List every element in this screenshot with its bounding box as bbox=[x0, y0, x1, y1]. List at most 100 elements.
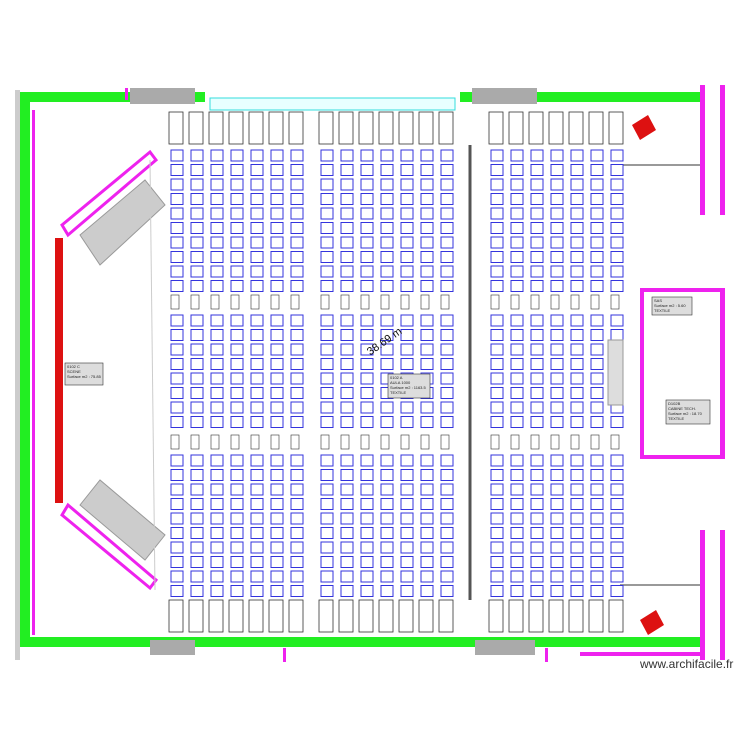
seat bbox=[380, 280, 394, 292]
seat bbox=[510, 222, 524, 234]
seat bbox=[590, 541, 604, 554]
seat bbox=[250, 193, 264, 205]
desk bbox=[608, 111, 624, 145]
seat bbox=[170, 149, 184, 162]
seat bbox=[270, 483, 284, 496]
aisle-seat bbox=[380, 434, 390, 450]
seat bbox=[550, 585, 564, 597]
seat bbox=[440, 401, 454, 414]
seat bbox=[510, 343, 524, 356]
seat bbox=[360, 585, 374, 597]
seat bbox=[230, 483, 244, 496]
seat bbox=[170, 329, 184, 341]
seat bbox=[360, 207, 374, 220]
svg-text:Surface m2 : 1163.5: Surface m2 : 1163.5 bbox=[390, 385, 427, 390]
seat bbox=[440, 343, 454, 356]
seat bbox=[530, 149, 544, 162]
seat bbox=[490, 498, 504, 510]
seat bbox=[190, 469, 204, 481]
aisle-seat bbox=[380, 294, 390, 310]
seat bbox=[230, 401, 244, 414]
seat bbox=[320, 149, 334, 162]
seat bbox=[510, 329, 524, 341]
seat bbox=[400, 343, 414, 356]
seat bbox=[400, 527, 414, 539]
seat bbox=[550, 401, 564, 414]
seat bbox=[550, 265, 564, 278]
seat bbox=[290, 469, 304, 481]
desk bbox=[568, 111, 584, 145]
seat bbox=[610, 314, 624, 327]
seat bbox=[190, 498, 204, 510]
desk bbox=[338, 111, 354, 145]
aisle-seat bbox=[230, 294, 240, 310]
seat bbox=[340, 314, 354, 327]
seat bbox=[610, 178, 624, 191]
seat bbox=[420, 193, 434, 205]
control-desk bbox=[607, 339, 624, 406]
seat bbox=[550, 193, 564, 205]
aisle-seat bbox=[510, 434, 520, 450]
desk bbox=[188, 111, 204, 145]
seat bbox=[170, 207, 184, 220]
seat bbox=[210, 222, 224, 234]
aisle-seat bbox=[610, 434, 620, 450]
seat bbox=[190, 265, 204, 278]
seat bbox=[570, 387, 584, 399]
seat bbox=[440, 527, 454, 539]
seat bbox=[510, 207, 524, 220]
seat bbox=[380, 329, 394, 341]
seat bbox=[190, 483, 204, 496]
aisle-seat bbox=[170, 294, 180, 310]
desk bbox=[168, 599, 184, 633]
desk bbox=[528, 111, 544, 145]
seat bbox=[270, 222, 284, 234]
seat bbox=[400, 454, 414, 467]
seat bbox=[360, 556, 374, 568]
seat bbox=[250, 280, 264, 292]
seat bbox=[590, 280, 604, 292]
aisle-seat bbox=[340, 294, 350, 310]
desk bbox=[228, 599, 244, 633]
seat bbox=[420, 585, 434, 597]
seat bbox=[360, 236, 374, 249]
seat bbox=[250, 358, 264, 370]
seat bbox=[270, 207, 284, 220]
seat bbox=[250, 314, 264, 327]
seat bbox=[320, 329, 334, 341]
seat bbox=[290, 512, 304, 525]
seat bbox=[190, 251, 204, 263]
seat bbox=[550, 207, 564, 220]
seat bbox=[420, 280, 434, 292]
seat bbox=[530, 372, 544, 385]
seat bbox=[510, 372, 524, 385]
desk bbox=[378, 111, 394, 145]
seat bbox=[340, 358, 354, 370]
seat bbox=[190, 164, 204, 176]
seat bbox=[530, 527, 544, 539]
seat bbox=[440, 358, 454, 370]
seat bbox=[610, 556, 624, 568]
seat bbox=[510, 193, 524, 205]
seat bbox=[490, 416, 504, 428]
seat bbox=[360, 512, 374, 525]
desk bbox=[208, 111, 224, 145]
seat bbox=[230, 556, 244, 568]
seat bbox=[320, 512, 334, 525]
seat bbox=[340, 387, 354, 399]
seat bbox=[210, 541, 224, 554]
seat bbox=[570, 570, 584, 583]
desk bbox=[438, 111, 454, 145]
desk bbox=[568, 599, 584, 633]
seat bbox=[380, 265, 394, 278]
seat bbox=[190, 149, 204, 162]
seat bbox=[270, 178, 284, 191]
seat bbox=[270, 193, 284, 205]
seat bbox=[490, 358, 504, 370]
aisle-seat bbox=[270, 294, 280, 310]
seat bbox=[190, 236, 204, 249]
aisle-seat bbox=[550, 434, 560, 450]
seat bbox=[550, 483, 564, 496]
